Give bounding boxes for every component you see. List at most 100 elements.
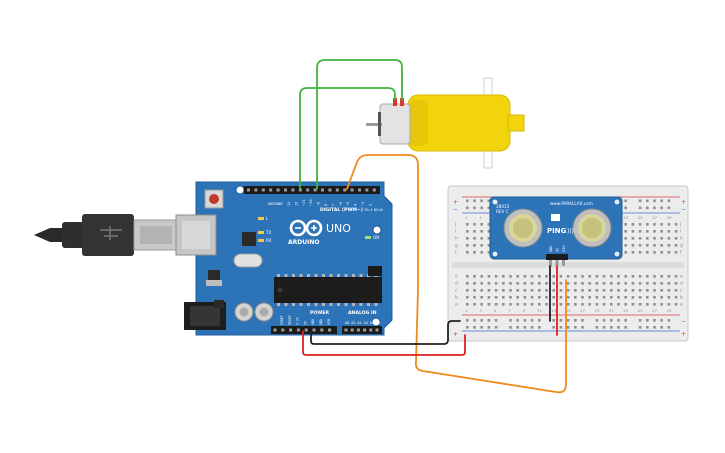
breadboard-hole[interactable] bbox=[595, 296, 599, 299]
header-pin[interactable] bbox=[328, 328, 332, 332]
breadboard-hole[interactable] bbox=[480, 303, 483, 306]
breadboard-hole[interactable] bbox=[646, 251, 649, 254]
breadboard-hole[interactable] bbox=[480, 206, 483, 210]
breadboard-hole[interactable] bbox=[667, 282, 671, 285]
breadboard-hole[interactable] bbox=[480, 237, 483, 240]
breadboard-hole[interactable] bbox=[552, 296, 555, 299]
breadboard-hole[interactable] bbox=[588, 289, 591, 292]
header-pin[interactable] bbox=[284, 188, 287, 192]
breadboard-hole[interactable] bbox=[660, 244, 663, 247]
breadboard-hole[interactable] bbox=[602, 275, 606, 278]
breadboard-hole[interactable] bbox=[487, 237, 491, 240]
breadboard-hole[interactable] bbox=[667, 275, 671, 278]
breadboard-hole[interactable] bbox=[653, 237, 656, 240]
breadboard-hole[interactable] bbox=[516, 296, 519, 299]
breadboard-hole[interactable] bbox=[674, 303, 678, 306]
header-pin[interactable] bbox=[350, 328, 354, 332]
breadboard-hole[interactable] bbox=[631, 251, 635, 254]
breadboard-hole[interactable] bbox=[559, 303, 563, 306]
breadboard-hole[interactable] bbox=[494, 275, 498, 278]
breadboard-hole[interactable] bbox=[624, 326, 627, 329]
breadboard-hole[interactable] bbox=[610, 282, 613, 285]
breadboard-hole[interactable] bbox=[545, 296, 548, 299]
header-pin[interactable] bbox=[372, 188, 376, 192]
breadboard-hole[interactable] bbox=[653, 282, 656, 285]
breadboard-hole[interactable] bbox=[624, 275, 627, 278]
breadboard-hole[interactable] bbox=[480, 199, 483, 203]
breadboard-hole[interactable] bbox=[660, 251, 663, 254]
breadboard-hole[interactable] bbox=[494, 296, 498, 299]
breadboard-hole[interactable] bbox=[646, 282, 649, 285]
breadboard-hole[interactable] bbox=[617, 282, 620, 285]
breadboard-hole[interactable] bbox=[487, 244, 491, 247]
ping-ultrasonic-sensor[interactable]: www.PARALLAX.com 28015 REV C PING ))) GN… bbox=[489, 196, 623, 266]
breadboard-hole[interactable] bbox=[595, 326, 599, 329]
breadboard-hole[interactable] bbox=[509, 296, 512, 299]
breadboard-hole[interactable] bbox=[667, 251, 671, 254]
breadboard-hole[interactable] bbox=[538, 289, 541, 292]
breadboard-hole[interactable] bbox=[667, 237, 671, 240]
breadboard-hole[interactable] bbox=[545, 303, 548, 306]
breadboard-hole[interactable] bbox=[466, 275, 469, 278]
breadboard-hole[interactable] bbox=[646, 275, 649, 278]
breadboard-hole[interactable] bbox=[595, 289, 599, 292]
breadboard-hole[interactable] bbox=[473, 237, 476, 240]
breadboard-hole[interactable] bbox=[516, 319, 519, 322]
breadboard-hole[interactable] bbox=[516, 303, 519, 306]
breadboard-hole[interactable] bbox=[674, 282, 678, 285]
breadboard-hole[interactable] bbox=[552, 319, 555, 322]
breadboard-hole[interactable] bbox=[530, 319, 534, 322]
breadboard-hole[interactable] bbox=[660, 223, 663, 226]
breadboard-hole[interactable] bbox=[480, 289, 483, 292]
dc-gear-motor[interactable] bbox=[366, 77, 525, 169]
breadboard-hole[interactable] bbox=[631, 223, 635, 226]
breadboard-hole[interactable] bbox=[631, 303, 635, 306]
breadboard-hole[interactable] bbox=[552, 326, 555, 329]
header-pin[interactable] bbox=[369, 328, 373, 332]
breadboard-hole[interactable] bbox=[473, 282, 476, 285]
breadboard-hole[interactable] bbox=[545, 289, 548, 292]
header-pin[interactable] bbox=[298, 188, 302, 192]
breadboard-hole[interactable] bbox=[674, 244, 678, 247]
breadboard-hole[interactable] bbox=[660, 237, 663, 240]
breadboard-hole[interactable] bbox=[473, 206, 476, 210]
breadboard-hole[interactable] bbox=[617, 303, 620, 306]
green-wire-1[interactable] bbox=[316, 59, 403, 190]
breadboard-hole[interactable] bbox=[502, 296, 505, 299]
breadboard-hole[interactable] bbox=[480, 296, 483, 299]
breadboard-hole[interactable] bbox=[602, 326, 606, 329]
breadboard-hole[interactable] bbox=[638, 275, 642, 278]
breadboard-hole[interactable] bbox=[638, 282, 642, 285]
breadboard-hole[interactable] bbox=[538, 303, 541, 306]
breadboard-hole[interactable] bbox=[574, 275, 577, 278]
breadboard-hole[interactable] bbox=[538, 326, 541, 329]
breadboard-hole[interactable] bbox=[653, 275, 656, 278]
header-pin[interactable] bbox=[269, 188, 273, 192]
breadboard-hole[interactable] bbox=[538, 282, 541, 285]
breadboard-hole[interactable] bbox=[473, 244, 476, 247]
breadboard-hole[interactable] bbox=[538, 319, 541, 322]
breadboard-hole[interactable] bbox=[646, 230, 649, 233]
breadboard-hole[interactable] bbox=[574, 289, 577, 292]
header-pin[interactable] bbox=[350, 188, 354, 192]
breadboard-hole[interactable] bbox=[610, 296, 613, 299]
breadboard-hole[interactable] bbox=[624, 282, 627, 285]
breadboard-hole[interactable] bbox=[653, 199, 656, 203]
breadboard-hole[interactable] bbox=[660, 282, 663, 285]
breadboard-hole[interactable] bbox=[581, 289, 584, 292]
breadboard-hole[interactable] bbox=[653, 206, 656, 210]
breadboard-hole[interactable] bbox=[624, 296, 627, 299]
breadboard-hole[interactable] bbox=[480, 244, 483, 247]
breadboard-hole[interactable] bbox=[667, 289, 671, 292]
breadboard-hole[interactable] bbox=[545, 275, 548, 278]
breadboard-hole[interactable] bbox=[602, 303, 606, 306]
breadboard-hole[interactable] bbox=[588, 282, 591, 285]
breadboard-hole[interactable] bbox=[624, 237, 627, 240]
breadboard-hole[interactable] bbox=[466, 282, 469, 285]
header-pin[interactable] bbox=[296, 328, 300, 332]
breadboard-hole[interactable] bbox=[602, 319, 606, 322]
breadboard-hole[interactable] bbox=[667, 230, 671, 233]
breadboard-hole[interactable] bbox=[631, 237, 635, 240]
breadboard-hole[interactable] bbox=[480, 275, 483, 278]
header-pin[interactable] bbox=[313, 188, 317, 192]
